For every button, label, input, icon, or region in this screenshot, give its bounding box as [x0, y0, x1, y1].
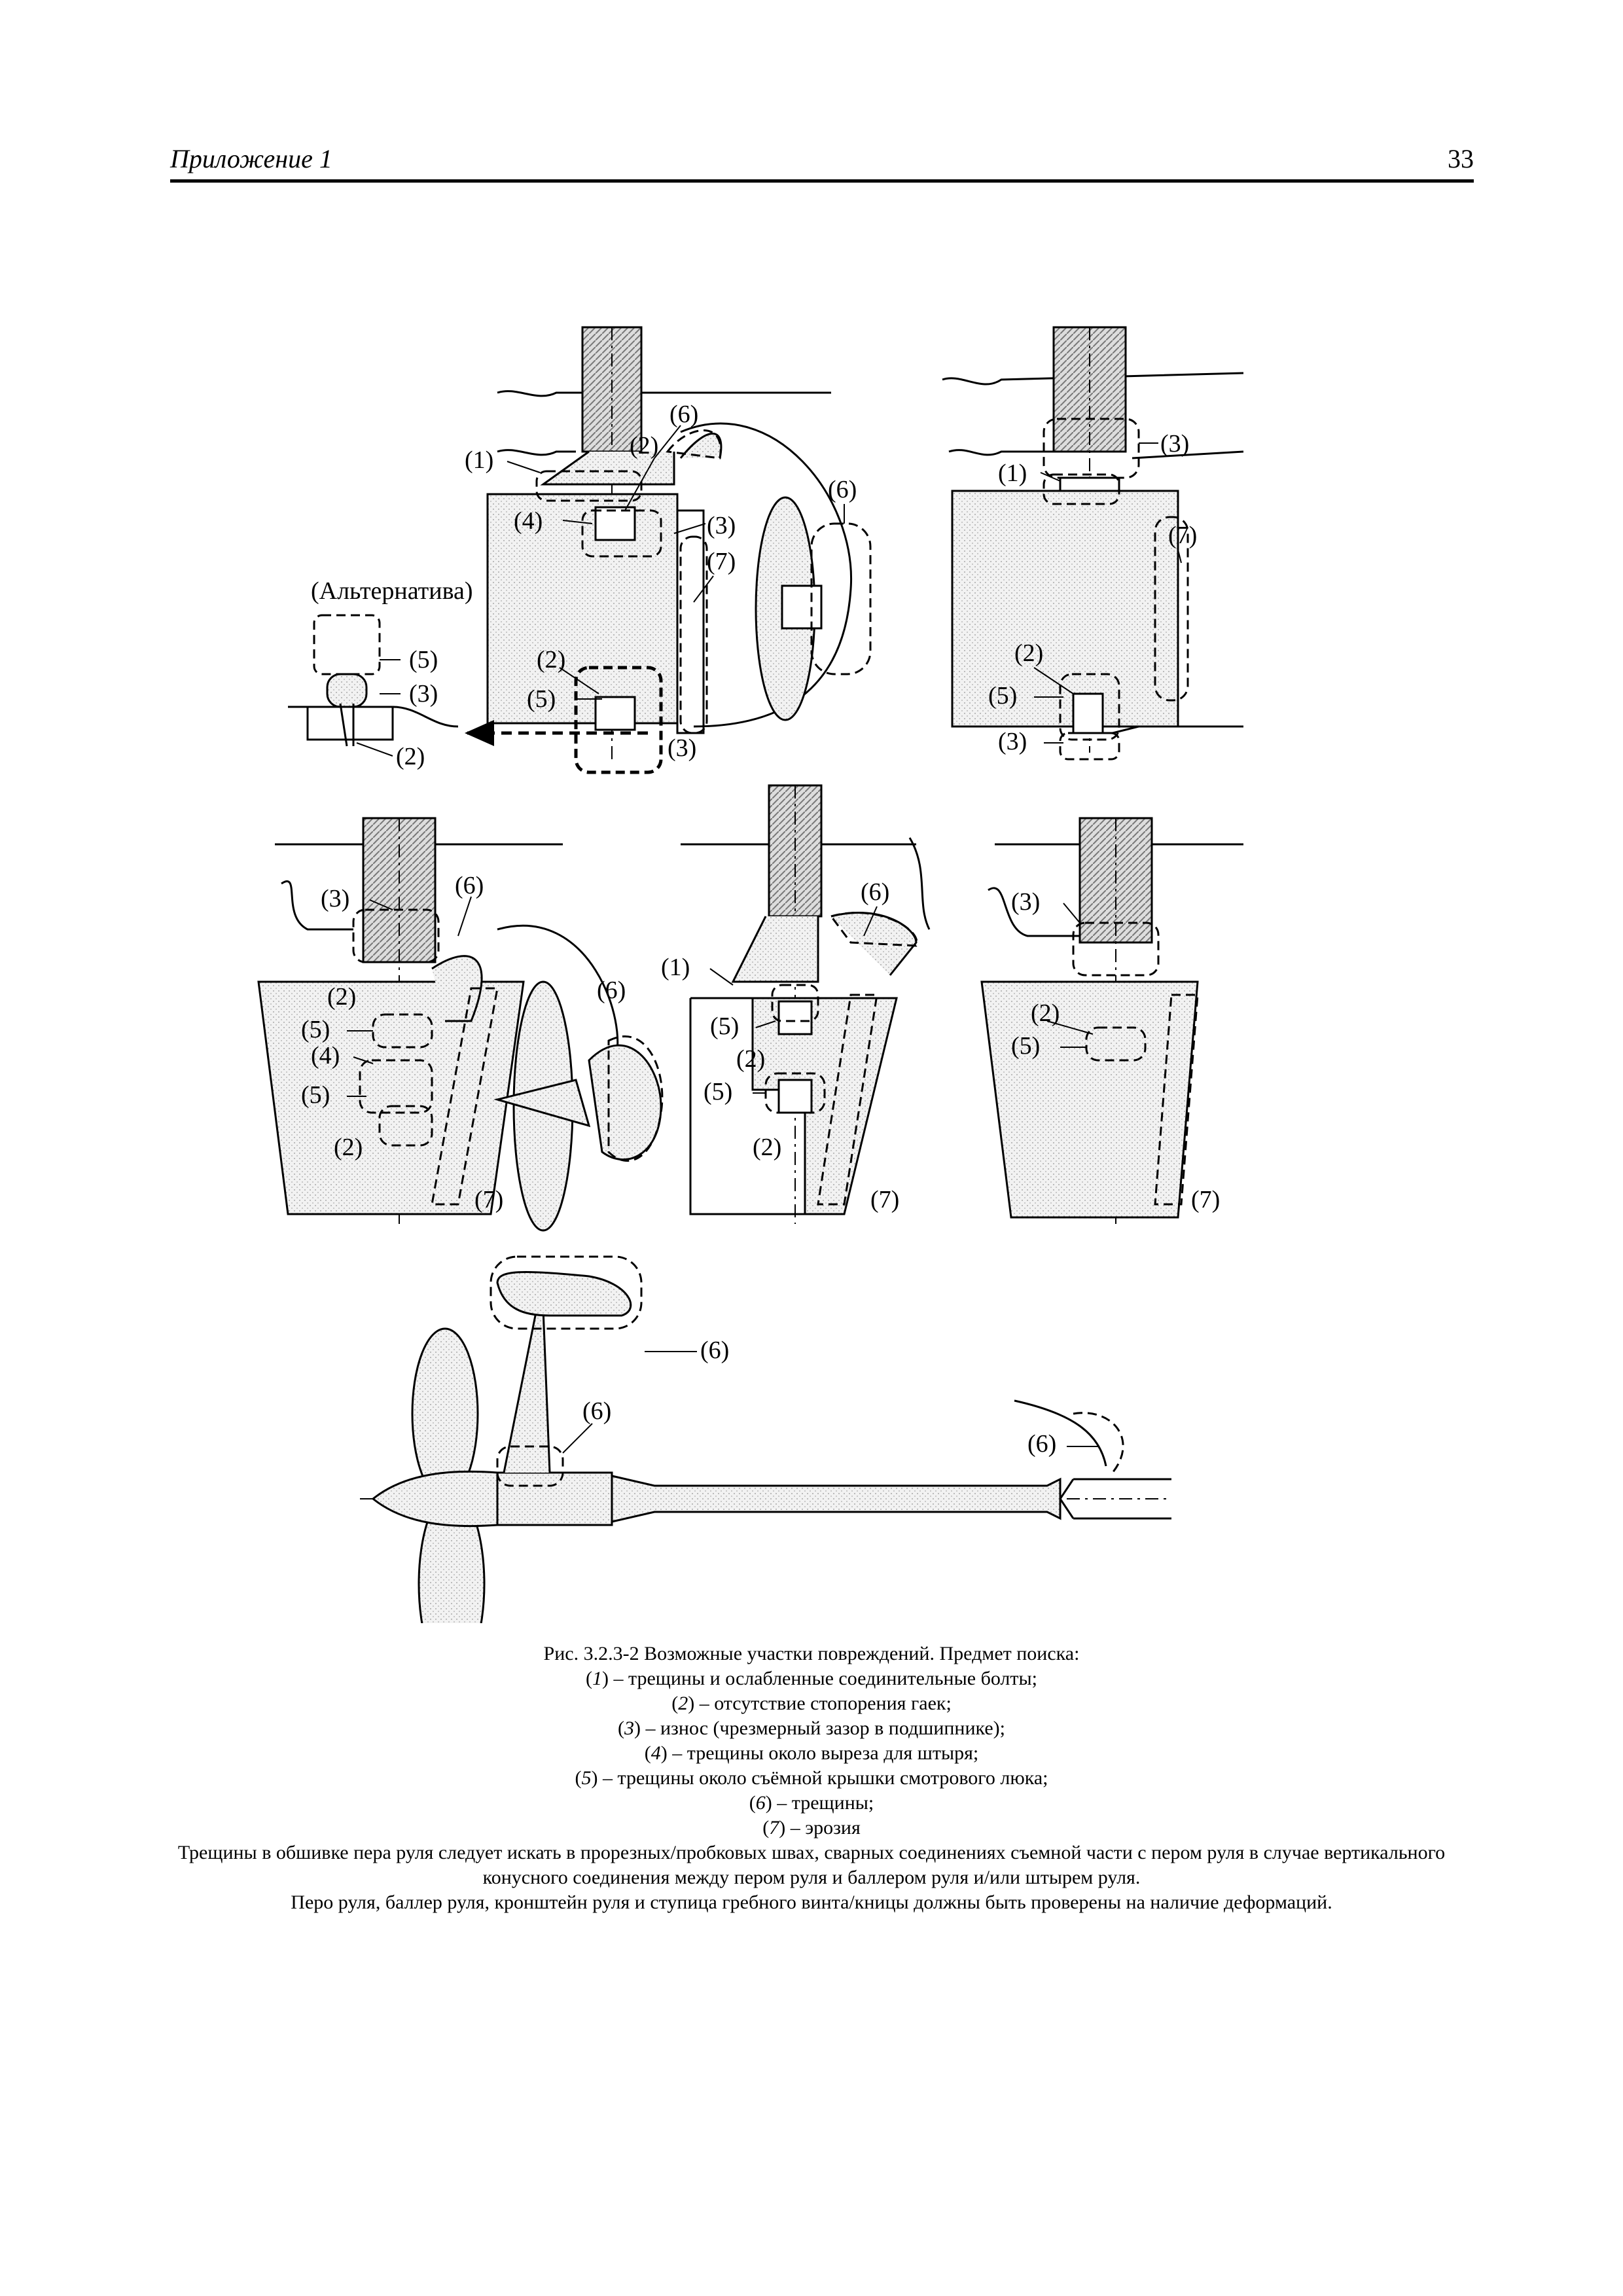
figure-labels: (6) (2) (1) (6) (4) (3) (7) (Альтернатив…: [301, 401, 1220, 1458]
label-d5-7: (7): [1191, 1186, 1220, 1213]
alternative-detail: [288, 673, 648, 747]
label-d4-6: (6): [861, 878, 889, 906]
diagram-spade-rudder: [980, 817, 1243, 1224]
label-alt-2: (2): [396, 743, 425, 770]
diagram-rudder-pintle: [942, 326, 1244, 753]
label-d5-2: (2): [1031, 999, 1060, 1027]
diagram-semi-spade: [681, 784, 931, 1224]
diagram-propeller-shaft: [360, 1270, 1171, 1623]
label-d1-1: (1): [465, 446, 493, 474]
label-d3-6a: (6): [455, 872, 484, 899]
label-d6-6b: (6): [582, 1397, 611, 1425]
label-d2-5: (5): [988, 682, 1017, 709]
leader-lines: [347, 425, 1182, 1454]
label-d1-3b: (3): [668, 734, 696, 762]
label-d2-3b: (3): [998, 728, 1027, 755]
caption-note-2: Перо руля, баллер руля, кронштейн руля и…: [291, 1892, 1332, 1913]
label-d3-6b: (6): [597, 977, 626, 1004]
label-alternative: (Альтернатива): [311, 577, 473, 605]
diagram1-damage-zones: [313, 429, 872, 774]
diagram-rudder-horn: [486, 326, 853, 759]
rudder-damage-figure: (6) (2) (1) (6) (4) (3) (7) (Альтернатив…: [257, 326, 1244, 1623]
caption-title: Рис. 3.2.3-2 Возможные участки поврежден…: [543, 1643, 1080, 1664]
label-d2-1: (1): [998, 459, 1027, 487]
label-d6-6a: (6): [700, 1336, 729, 1364]
label-d4-5b: (5): [704, 1078, 732, 1105]
label-d1-4: (4): [514, 507, 543, 535]
label-d2-2: (2): [1014, 639, 1043, 667]
diagram2-damage-zones: [1043, 418, 1189, 761]
label-d6-6c: (6): [1027, 1430, 1056, 1458]
caption-item-3: (3) – износ (чрезмерный зазор в подшипни…: [617, 1717, 1006, 1739]
label-d5-5: (5): [1011, 1032, 1040, 1060]
diagram5-damage-zones: [1072, 922, 1199, 1206]
diagram3-damage-zones: [352, 908, 664, 1206]
caption-item-7: (7) – эрозия: [762, 1817, 861, 1839]
page-number: 33: [1448, 144, 1474, 173]
label-d1-7: (7): [707, 548, 736, 575]
label-d1-6b: (6): [828, 476, 857, 503]
label-d3-4: (4): [311, 1042, 340, 1069]
label-d1-5: (5): [527, 685, 556, 713]
label-alt-5: (5): [409, 646, 438, 673]
caption-item-1: (1) – трещины и ослабленные соединительн…: [585, 1668, 1038, 1689]
label-d4-1: (1): [661, 954, 690, 981]
caption-item-6: (6) – трещины;: [749, 1792, 874, 1814]
label-d1-3a: (3): [707, 512, 736, 539]
figure-caption: Рис. 3.2.3-2 Возможные участки поврежден…: [157, 1641, 1466, 1915]
label-d4-5a: (5): [710, 1013, 739, 1040]
label-d4-2b: (2): [753, 1134, 781, 1161]
label-d3-2a: (2): [327, 983, 356, 1011]
label-d2-3a: (3): [1160, 430, 1189, 457]
page-header: Приложение 1 33: [170, 143, 1474, 183]
label-d2-7: (7): [1168, 522, 1197, 549]
label-d5-3: (3): [1011, 888, 1040, 916]
diagram6-damage-zones: [490, 1255, 1124, 1487]
label-d3-5a: (5): [301, 1016, 330, 1043]
label-d3-7: (7): [474, 1186, 503, 1213]
label-d3-3: (3): [321, 885, 349, 912]
label-d3-2b: (2): [334, 1134, 363, 1161]
label-alt-3: (3): [409, 680, 438, 708]
label-d1-6a: (6): [669, 401, 698, 428]
caption-note-1: Трещины в обшивке пера руля следует иска…: [177, 1842, 1446, 1888]
caption-item-4: (4) – трещины около выреза для штыря;: [644, 1742, 979, 1764]
header-title: Приложение 1: [170, 144, 332, 173]
label-d4-2a: (2): [736, 1045, 765, 1073]
label-d3-5b: (5): [301, 1081, 330, 1109]
diagram-spade-propeller: [257, 817, 662, 1232]
caption-item-5: (5) – трещины около съёмной крышки смотр…: [575, 1767, 1048, 1789]
label-d4-7: (7): [870, 1186, 899, 1213]
caption-item-2: (2) – отсутствие стопорения гаек;: [671, 1693, 952, 1714]
label-d1-2a: (2): [630, 432, 658, 459]
